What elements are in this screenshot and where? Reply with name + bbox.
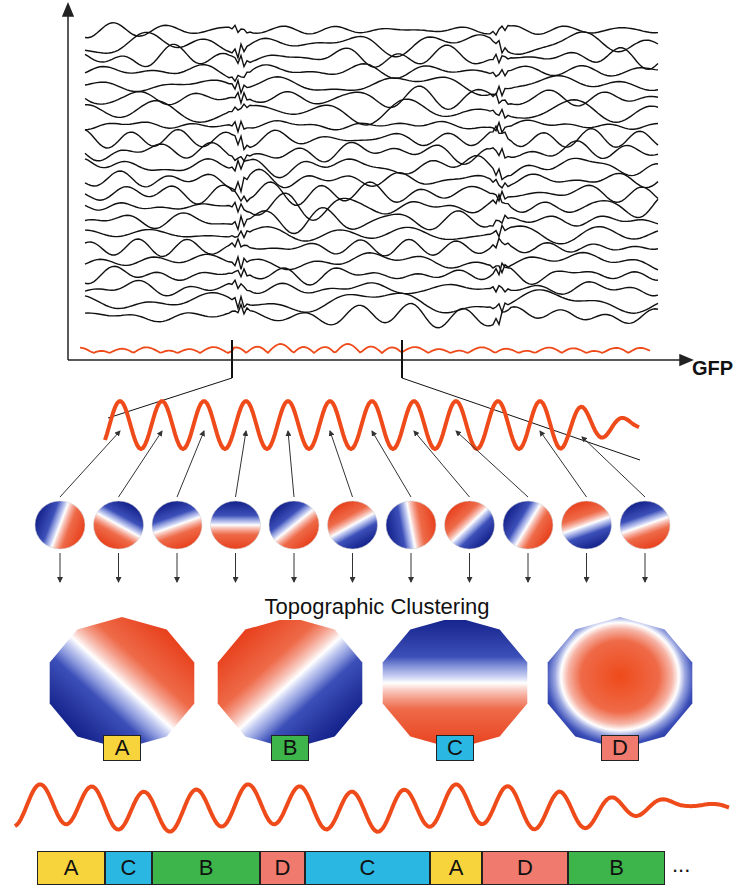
gfp-trace	[80, 344, 650, 353]
node-text: C	[447, 737, 463, 759]
sequence-segment: D	[482, 851, 568, 885]
eeg-channel	[85, 126, 658, 149]
eeg-channel	[85, 225, 658, 244]
cluster-map	[50, 617, 195, 749]
gfp-segment-trace	[15, 784, 729, 831]
arrow	[177, 431, 204, 497]
topo-map	[152, 501, 202, 549]
topo-map	[94, 501, 144, 549]
arrow	[60, 553, 61, 582]
arrow	[414, 431, 470, 497]
node-text: C	[360, 857, 376, 879]
topo-map	[562, 501, 612, 549]
topo-map	[211, 501, 261, 549]
axis-label: GFP	[692, 357, 733, 380]
gfp-bottom	[15, 784, 729, 831]
arrow	[288, 431, 294, 497]
gfp-zoom	[105, 401, 639, 449]
sequence-segment: B	[568, 851, 665, 885]
topo-map	[386, 501, 436, 549]
node-text: B	[283, 737, 298, 759]
sequence-segment: A	[37, 851, 105, 885]
arrow	[586, 553, 587, 582]
node-text: C	[121, 857, 137, 879]
cluster-map	[218, 617, 363, 749]
zoom-trace	[105, 401, 639, 449]
eeg-channel	[85, 253, 658, 273]
eeg-channel	[85, 238, 658, 256]
eeg-channel	[85, 120, 658, 132]
node-text: A	[115, 737, 130, 759]
eeg-channel	[85, 64, 658, 81]
eeg-channel	[85, 99, 658, 125]
eeg-channel	[85, 182, 658, 205]
arrow	[177, 553, 178, 582]
topo-map	[620, 501, 670, 549]
topo-map	[503, 501, 553, 549]
topo-map	[269, 501, 319, 549]
node-text: D	[612, 737, 628, 759]
map-row	[35, 431, 670, 582]
arrow	[645, 553, 646, 582]
cluster-map	[548, 617, 693, 749]
eeg-channel	[85, 193, 658, 220]
eeg-channel	[85, 304, 658, 328]
arrow	[469, 553, 470, 582]
gfp-line	[80, 344, 650, 353]
eeg-channel	[85, 141, 658, 164]
cluster-label-box: A	[103, 735, 141, 761]
arrow	[236, 431, 247, 497]
sequence-segment: C	[105, 851, 152, 885]
cluster-label-box: C	[436, 735, 474, 761]
arrow	[372, 431, 411, 497]
continuation-mark: ...	[672, 852, 690, 878]
node-text: A	[449, 857, 464, 879]
node-text: B	[199, 857, 214, 879]
cluster-maps	[50, 617, 693, 749]
sequence-segment: A	[430, 851, 482, 885]
sequence-segment: D	[260, 851, 305, 885]
node-text: D	[275, 857, 291, 879]
cluster-label-box: B	[271, 735, 309, 761]
eeg-traces	[85, 23, 658, 328]
sequence-segment: C	[305, 851, 430, 885]
eeg-channel	[85, 280, 658, 296]
eeg-channel	[85, 208, 658, 234]
eeg-channel	[85, 290, 658, 313]
cluster-label-box: D	[601, 735, 639, 761]
arrow	[235, 553, 236, 582]
arrow	[294, 553, 295, 582]
arrow	[330, 431, 353, 497]
arrow	[540, 431, 587, 497]
node-text: A	[64, 857, 79, 879]
node-text: D	[517, 857, 533, 879]
topo-map	[445, 501, 495, 549]
topo-map	[35, 501, 85, 549]
cluster-map	[383, 617, 528, 749]
arrow	[118, 553, 119, 582]
eeg-channel	[85, 76, 658, 96]
arrow	[456, 431, 528, 497]
topo-map	[328, 501, 378, 549]
axes	[63, 4, 692, 365]
arrow	[528, 553, 529, 582]
arrow	[582, 437, 645, 497]
arrow	[411, 553, 412, 582]
arrow	[352, 553, 353, 582]
arrow	[60, 431, 120, 497]
eeg-channel	[85, 263, 658, 285]
node-text: B	[609, 857, 624, 879]
step-label: Topographic Clustering	[261, 594, 492, 620]
eeg-channel	[85, 169, 658, 191]
arrow	[119, 431, 163, 497]
sequence-segment: B	[152, 851, 260, 885]
